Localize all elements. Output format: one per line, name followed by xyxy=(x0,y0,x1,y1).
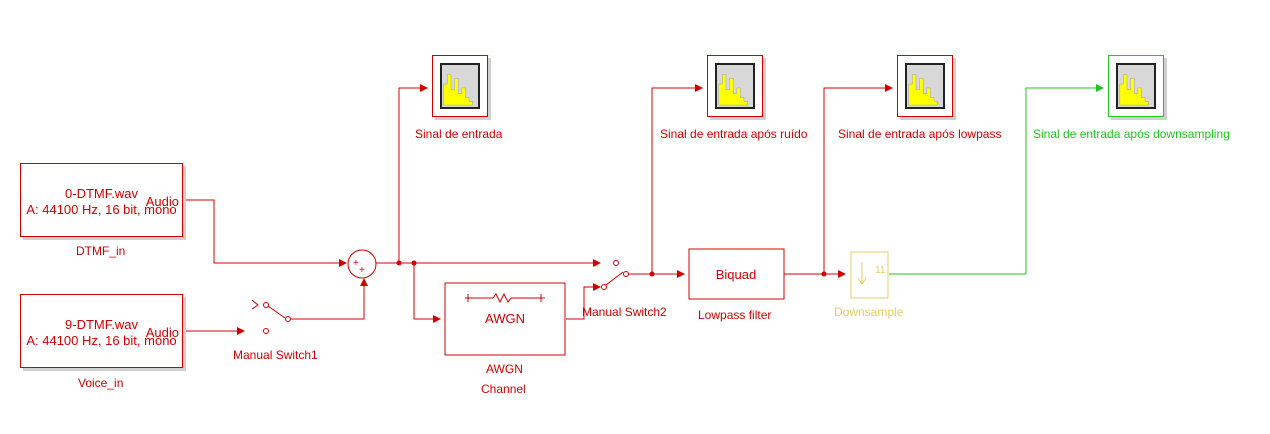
dtmf-in-format: A: 44100 Hz, 16 bit, mono xyxy=(26,202,177,217)
signal-line-awgn-out[interactable] xyxy=(566,283,601,320)
spectrum-icon xyxy=(1119,74,1149,106)
scope1-label: Sinal de entrada xyxy=(415,127,503,141)
branch-point xyxy=(396,260,402,266)
downsample-label: Downsample xyxy=(834,305,904,319)
scope3-label: Sinal de entrada após lowpass xyxy=(838,127,1002,141)
voice-in-block[interactable]: 9-DTMF.wav A: 44100 Hz, 16 bit, mono Aud… xyxy=(20,294,183,368)
scope4-label: Sinal de entrada após downsampling xyxy=(1033,127,1230,141)
voice-in-file: 9-DTMF.wav xyxy=(65,317,138,332)
manual-switch1-label: Manual Switch1 xyxy=(233,348,318,362)
spectrum-icon xyxy=(718,74,748,106)
scope2-label: Sinal de entrada após ruído xyxy=(660,127,808,141)
branch-point xyxy=(411,260,417,266)
dtmf-in-label: DTMF_in xyxy=(76,244,126,258)
awgn-label-line2: Channel xyxy=(481,382,526,396)
sum-sign-1: + xyxy=(353,258,359,269)
signal-line-downsample-out[interactable] xyxy=(889,84,1104,275)
scope-sinal-apos-downsampling[interactable] xyxy=(1108,55,1164,117)
voice-in-port-label: Audio xyxy=(145,325,179,340)
manual-switch1-block[interactable] xyxy=(251,299,291,334)
manual-switch2-label: Manual Switch2 xyxy=(582,305,667,319)
sum-sign-2: + xyxy=(359,265,365,276)
voice-in-label: Voice_in xyxy=(78,376,124,390)
dtmf-in-block[interactable]: 0-DTMF.wav A: 44100 Hz, 16 bit, mono Aud… xyxy=(20,163,183,237)
spectrum-icon xyxy=(443,74,473,106)
signal-line-to-scope1[interactable] xyxy=(398,84,428,263)
scope-sinal-apos-lowpass[interactable] xyxy=(897,55,953,117)
voice-in-format: A: 44100 Hz, 16 bit, mono xyxy=(26,333,177,348)
awgn-block-text: AWGN xyxy=(485,311,525,326)
manual-switch2-block[interactable] xyxy=(601,260,629,290)
scope-sinal-apos-ruido[interactable] xyxy=(707,55,763,117)
signal-line-switch1-out[interactable] xyxy=(290,278,368,320)
scope-sinal-de-entrada[interactable] xyxy=(432,55,488,117)
sum-block[interactable]: + + xyxy=(347,249,377,279)
dtmf-in-port-label: Audio xyxy=(145,194,179,209)
signal-line-to-scope3[interactable] xyxy=(823,84,893,274)
branch-point xyxy=(649,271,655,277)
awgn-block[interactable]: AWGN xyxy=(444,282,566,356)
signal-line-dtmf[interactable] xyxy=(184,199,347,267)
signal-line-to-awgn[interactable] xyxy=(413,263,441,323)
dtmf-in-file: 0-DTMF.wav xyxy=(65,186,138,201)
biquad-block-text: Biquad xyxy=(716,267,756,282)
branch-point xyxy=(821,271,827,277)
awgn-label-line1: AWGN xyxy=(486,362,523,376)
spectrum-icon xyxy=(908,74,938,106)
downsample-block[interactable]: 11 xyxy=(850,251,889,299)
biquad-label: Lowpass filter xyxy=(698,308,772,322)
downsample-factor: 11 xyxy=(875,265,886,276)
signal-line-to-scope2[interactable] xyxy=(651,84,703,274)
biquad-block[interactable]: Biquad xyxy=(688,248,785,300)
